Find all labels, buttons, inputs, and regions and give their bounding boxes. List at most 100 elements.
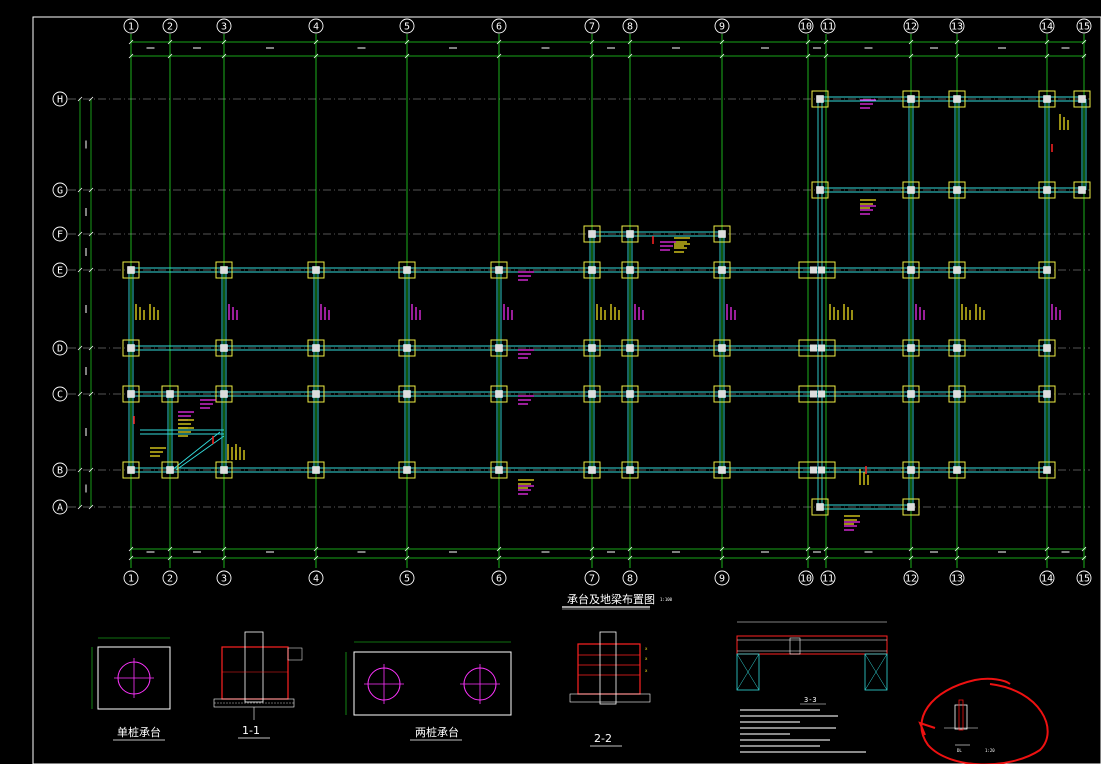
dimension-tick	[1044, 39, 1050, 45]
pile-cap	[1038, 385, 1056, 403]
column-stub	[818, 466, 825, 474]
pile-cap	[713, 385, 731, 403]
column-stub	[818, 266, 825, 274]
axis-bubble-bottom-15-label: 15	[1078, 574, 1090, 585]
single-pile-cap-detail[interactable]: 单桩承台	[91, 637, 171, 741]
axis-bubble-bottom-4-label: 4	[313, 574, 319, 585]
pile-cap	[490, 339, 508, 357]
beam-annotation	[975, 304, 985, 320]
dimension-tick	[627, 53, 633, 59]
dimension-tick	[88, 231, 94, 237]
dimension-tick	[221, 39, 227, 45]
dimension-tick	[719, 53, 725, 59]
pile-cap	[948, 339, 966, 357]
dimension-tick	[128, 53, 134, 59]
column-stub	[220, 390, 228, 398]
column-stub	[816, 186, 824, 194]
column-stub	[1043, 390, 1051, 398]
axis-bubble-top-3-label: 3	[221, 22, 227, 33]
dimension-tick	[313, 546, 319, 552]
pile-cap	[307, 261, 325, 279]
column-stub	[166, 390, 174, 398]
pile-cap	[1038, 461, 1056, 479]
column-stub	[312, 466, 320, 474]
pile-cap	[307, 339, 325, 357]
dimension-tick	[496, 39, 502, 45]
axis-bubble-bottom-3	[216, 570, 232, 586]
column-stub	[220, 466, 228, 474]
dimension-tick	[823, 53, 829, 59]
svg-text:1:20: 1:20	[985, 748, 995, 753]
dimension-tick	[128, 555, 134, 561]
dimension-tick	[167, 555, 173, 561]
axis-bubble-top-1	[123, 18, 139, 34]
markup-annotation[interactable]: DL 1:20	[918, 677, 1049, 764]
axis-bubble-row-F	[52, 226, 68, 242]
axis-bubble-bottom-14	[1039, 570, 1055, 586]
axis-bubble-top-15	[1076, 18, 1092, 34]
column-stub	[810, 466, 817, 474]
column-stub	[588, 344, 596, 352]
two-pile-cap-detail[interactable]: 两桩承台	[345, 641, 512, 741]
axis-bubble-top-3	[216, 18, 232, 34]
pile-cap	[948, 261, 966, 279]
dimension-tick	[404, 53, 410, 59]
dimension-tick	[88, 96, 94, 102]
axis-bubble-bottom-8-label: 8	[627, 574, 633, 585]
dimension-tick	[88, 267, 94, 273]
column-stub	[403, 390, 411, 398]
pile-cap	[122, 461, 140, 479]
axis-bubble-top-12-label: 12	[905, 22, 917, 33]
column-stub	[1043, 186, 1051, 194]
column-stub	[1078, 95, 1086, 103]
general-notes	[740, 709, 866, 753]
column-stub	[588, 266, 596, 274]
dimension-tick	[88, 467, 94, 473]
axis-bubble-bottom-9-label: 9	[719, 574, 725, 585]
dimension-tick	[404, 555, 410, 561]
pile-cap	[1038, 181, 1056, 199]
section-1-1-detail[interactable]: 1-1	[213, 631, 303, 739]
ground-beam	[175, 435, 225, 471]
axis-bubble-bottom-1-label: 1	[128, 574, 134, 585]
pile-cap	[583, 461, 601, 479]
pile-cap	[1038, 261, 1056, 279]
dimension-tick	[496, 546, 502, 552]
dimension-tick	[908, 546, 914, 552]
beam-annotation	[674, 243, 690, 253]
axis-bubble-row-G	[52, 182, 68, 198]
beam-annotation	[149, 304, 159, 320]
axis-bubble-bottom-5-label: 5	[404, 574, 410, 585]
axis-bubble-bottom-15	[1076, 570, 1092, 586]
beam-annotation	[518, 479, 534, 489]
column-stub	[1043, 466, 1051, 474]
pile-cap	[161, 385, 179, 403]
dimension-tick	[88, 345, 94, 351]
column-stub	[953, 344, 961, 352]
axis-bubble-top-9-label: 9	[719, 22, 725, 33]
dimension-tick	[589, 555, 595, 561]
pile-cap-double	[798, 461, 836, 479]
axis-bubble-top-10	[798, 18, 814, 34]
pile-cap-double	[798, 261, 836, 279]
column-stub	[907, 466, 915, 474]
dimension-tick	[313, 555, 319, 561]
axis-bubble-top-1-label: 1	[128, 22, 134, 33]
section-2-2-detail[interactable]: x x x 2-2	[569, 631, 651, 747]
column-stub	[953, 266, 961, 274]
beam-annotation	[518, 395, 534, 405]
pile-cap	[621, 261, 639, 279]
axis-bubble-top-11-label: 11	[822, 22, 834, 33]
dimension-tick	[805, 53, 811, 59]
axis-bubble-bottom-9	[714, 570, 730, 586]
beam-annotation	[178, 427, 194, 437]
section-3-3-detail[interactable]: 3-3	[736, 621, 888, 705]
beam-annotation	[843, 304, 853, 320]
axis-bubble-bottom-6-label: 6	[496, 574, 502, 585]
column-stub	[907, 95, 915, 103]
svg-text:1:100: 1:100	[660, 597, 673, 602]
beam-annotation	[844, 515, 860, 525]
pile-cap	[215, 261, 233, 279]
column-stub	[1043, 344, 1051, 352]
